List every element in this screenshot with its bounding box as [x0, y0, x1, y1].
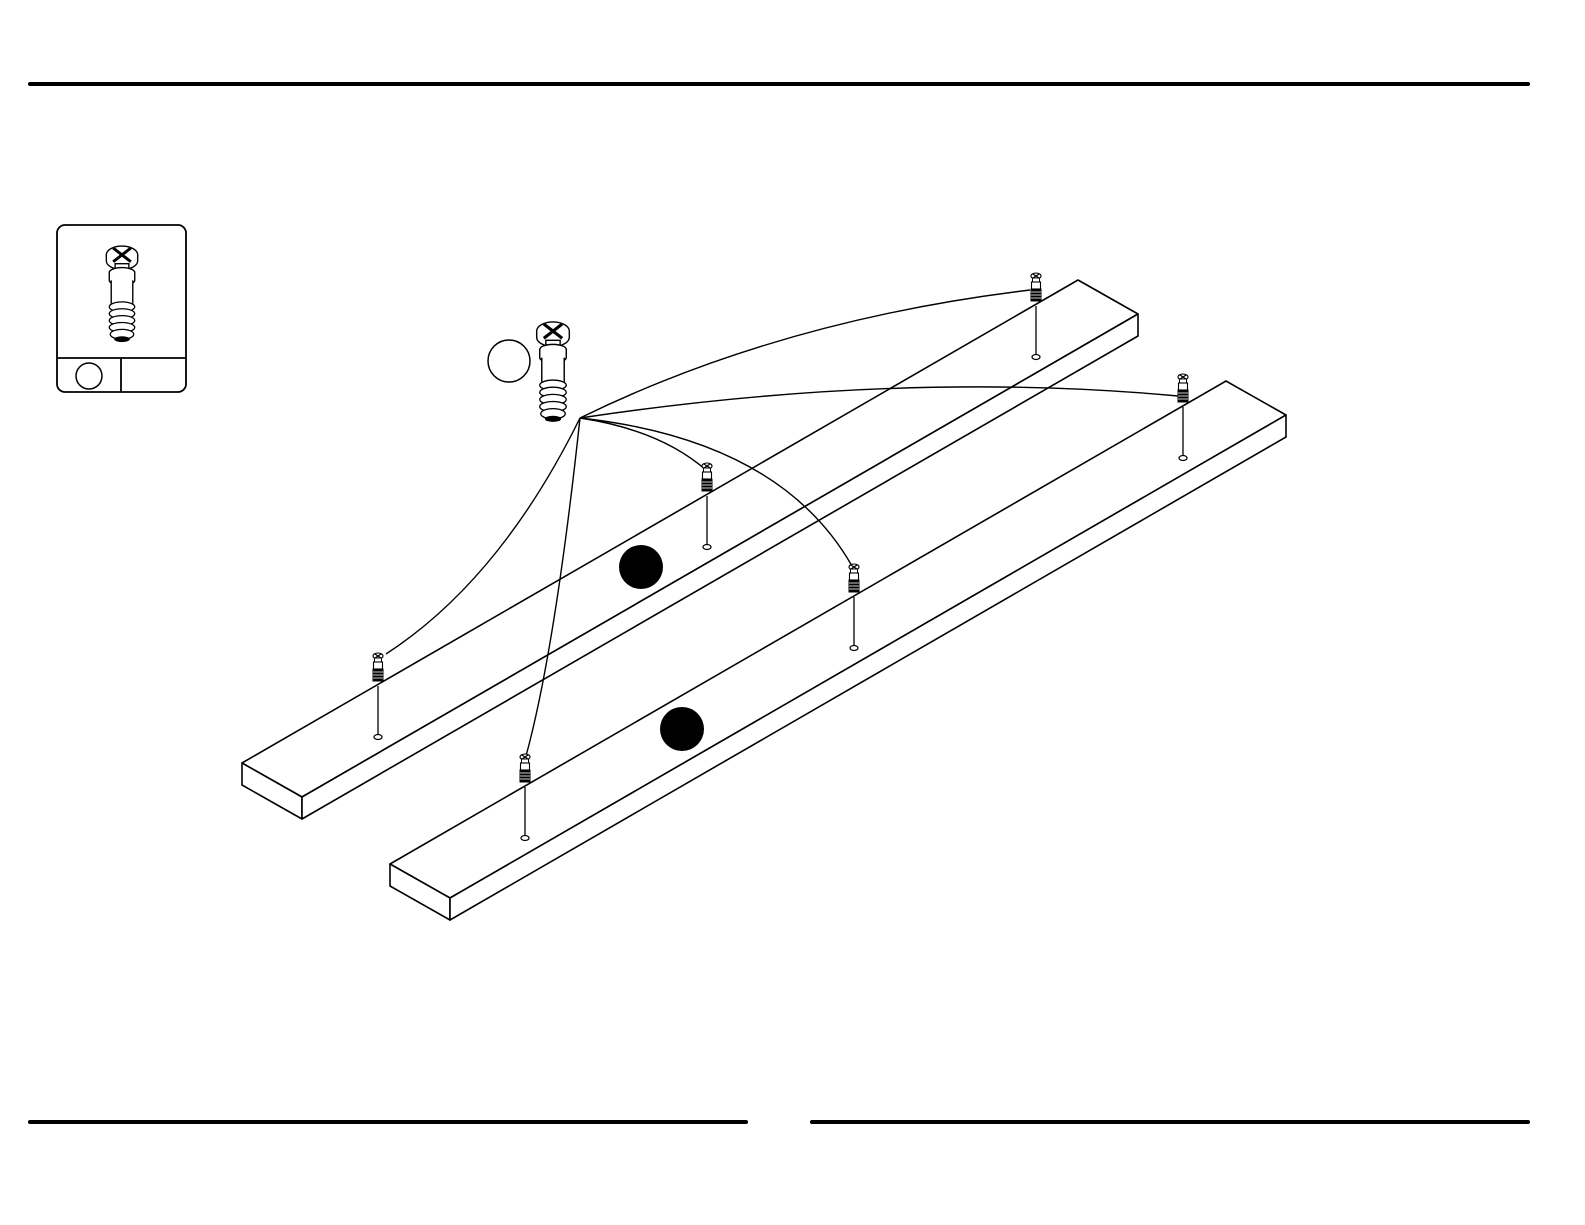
hardware-box: [57, 225, 186, 392]
cam-bolt-icon: [106, 246, 137, 342]
callout-part-id-circle: [488, 340, 530, 382]
part-id-circle: [76, 363, 102, 389]
cam-bolt-icon: [849, 564, 859, 592]
cam-bolt-icon: [1031, 273, 1041, 301]
cam-bolt-icon: [373, 653, 383, 681]
cam-bolt-icon: [537, 322, 570, 422]
cam-bolt-icon: [702, 463, 712, 491]
cam-bolt-icon: [1178, 374, 1188, 402]
cam-bolt-icon: [520, 754, 530, 782]
panel-b-marker: [660, 707, 704, 751]
panel-a-marker: [619, 545, 663, 589]
